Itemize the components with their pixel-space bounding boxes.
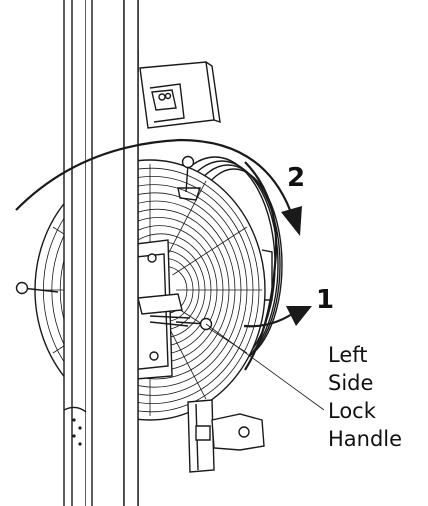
left-side-lock-handle [15, 155, 213, 331]
step-2-number: 2 [287, 163, 305, 193]
lower-foot-bracket [187, 399, 265, 473]
pull-arrow-1 [243, 306, 312, 328]
label-leader-line [205, 323, 325, 411]
step-1-number: 1 [316, 285, 334, 315]
vertical-frame-rail [63, 0, 139, 506]
fan-spoke [162, 180, 207, 265]
label-line-side: Side [328, 371, 373, 395]
fan-spoke [172, 226, 248, 276]
label-line-handle: Handle [328, 427, 402, 451]
rotation-arrow-2 [15, 138, 302, 236]
console-monitor [137, 50, 221, 129]
label-line-left: Left [328, 343, 368, 367]
label-line-lock: Lock [328, 399, 377, 423]
